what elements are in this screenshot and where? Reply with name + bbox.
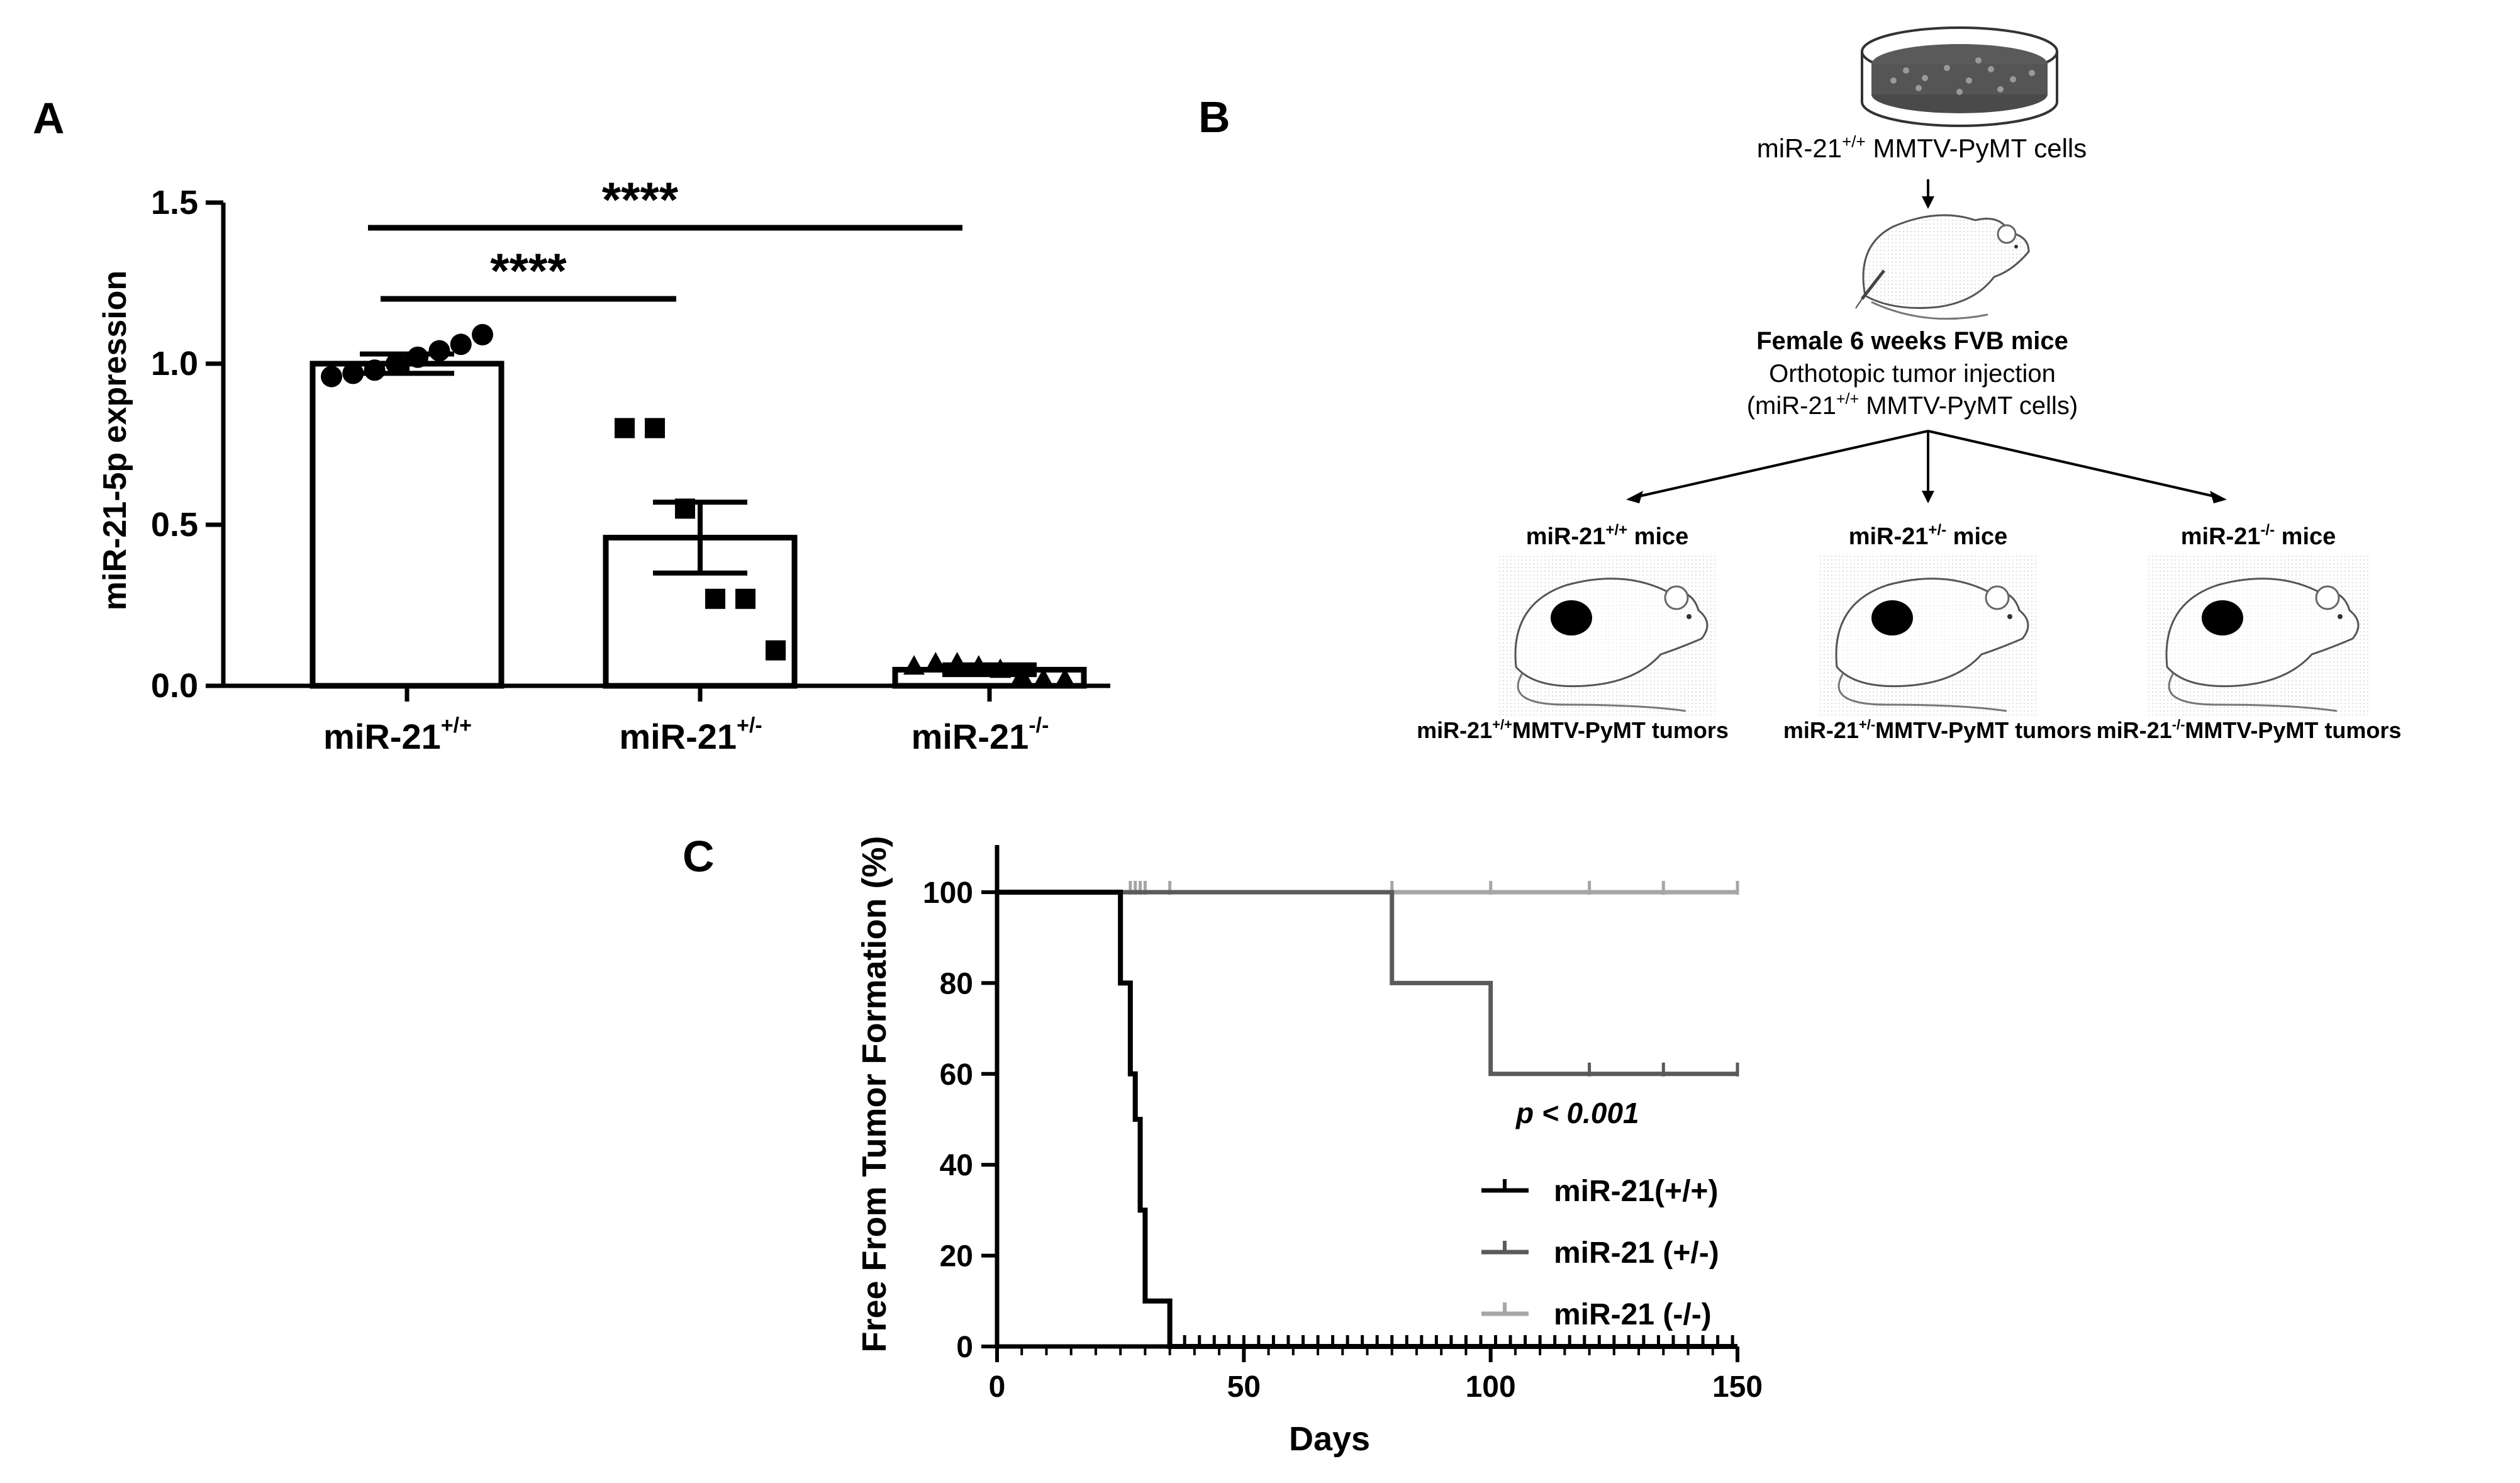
legend-label: miR-21 (+/-) — [1554, 1236, 1719, 1270]
panel-c-x-tick-label: 150 — [1712, 1370, 1763, 1404]
group-mouse-label: miR-21+/- mice — [1849, 522, 2008, 550]
data-point — [472, 323, 493, 345]
data-point — [407, 346, 429, 368]
panel-c-x-tick-label: 100 — [1466, 1370, 1516, 1404]
panel-a-x-tick-label: miR-21+/+ — [323, 714, 472, 756]
significance-label: **** — [602, 172, 679, 227]
data-point — [967, 655, 990, 675]
data-point — [364, 359, 386, 381]
data-point — [385, 353, 407, 374]
panel-b-letter: B — [1198, 92, 1230, 142]
petri-dish-icon — [1861, 26, 2058, 127]
data-point — [645, 418, 665, 439]
legend-label: miR-21(+/+) — [1554, 1175, 1718, 1208]
panel-a-x-tick-label: miR-21+/- — [619, 714, 762, 756]
group-tumor-label: miR-21+/+MMTV-PyMT tumors — [1417, 717, 1729, 743]
injection-label: Orthotopic tumor injection — [1769, 360, 2056, 388]
panel-a-letter: A — [33, 94, 65, 143]
panel-a-y-axis-label: miR-21-5p expression — [97, 271, 133, 610]
data-point — [705, 588, 725, 609]
panel-c-y-tick-label: 100 — [923, 876, 973, 910]
data-point — [428, 340, 450, 362]
injection-detail: (miR-21+/+ MMTV-PyMT cells) — [1747, 390, 2078, 420]
cells-label: miR-21+/+ MMTV-PyMT cells — [1757, 132, 2087, 163]
tumor-icon — [1551, 600, 1592, 635]
significance-label: **** — [490, 243, 567, 298]
arrow-right-icon — [2210, 491, 2227, 503]
data-point — [450, 333, 472, 355]
group-tumor-label: miR-21+/-MMTV-PyMT tumors — [1783, 717, 2092, 743]
mouse-with-tumor-icon — [2148, 554, 2368, 717]
group-mouse-label: miR-21-/- mice — [2181, 522, 2336, 550]
group-tumor-label: miR-21-/-MMTV-PyMT tumors — [2097, 717, 2402, 743]
panel-c-y-tick-label: 20 — [940, 1240, 973, 1273]
tumor-icon — [1871, 600, 1913, 635]
panel-c-x-axis-label: Days — [1289, 1420, 1370, 1458]
survival-curve — [997, 890, 1737, 1349]
mouse-with-tumor-icon — [1818, 554, 2038, 717]
survival-curve — [997, 890, 1737, 1077]
panel-c-y-tick-label: 60 — [940, 1058, 973, 1092]
panel-c-x-tick-label: 0 — [989, 1370, 1006, 1404]
host-title: Female 6 weeks FVB mice — [1756, 327, 2068, 355]
legend-label: miR-21 (-/-) — [1554, 1298, 1712, 1331]
mouse-injection-icon — [1855, 214, 2030, 320]
data-point — [1032, 668, 1054, 688]
data-point — [925, 652, 947, 672]
panel-a-y-tick-label: 0.5 — [151, 506, 198, 544]
data-point — [675, 498, 695, 519]
panel-a-bar-chart: A miR-21-5p expression 0.0 0.5 1.0 1.5 miR-… — [33, 94, 1110, 756]
arrow-left-icon — [1626, 491, 1643, 503]
arrow-center-icon — [1922, 491, 1934, 503]
bar — [309, 361, 505, 689]
tumor-icon — [2202, 600, 2243, 635]
panel-a-x-tick-label: miR-21-/- — [912, 714, 1049, 756]
panel-a-y-tick-label: 1.0 — [151, 345, 198, 383]
mouse-with-tumor-icon — [1497, 554, 1717, 717]
panel-a-y-tick-label: 1.5 — [151, 184, 198, 221]
panel-c-y-axis-label: Free From Tumor Formation (%) — [856, 836, 893, 1352]
panel-b-schematic: B miR-21+/+ MMTV-PyMT cells — [1198, 26, 2402, 743]
data-point — [1054, 668, 1076, 688]
panel-c-y-tick-label: 40 — [940, 1149, 973, 1182]
data-point — [946, 652, 968, 672]
panel-c-y-tick-label: 80 — [940, 967, 973, 1000]
data-point — [735, 588, 755, 609]
group-mouse-label: miR-21+/+ mice — [1526, 522, 1689, 550]
panel-c-y-tick-label: 0 — [956, 1331, 973, 1364]
data-point — [342, 362, 364, 384]
panel-c-x-tick-label: 50 — [1227, 1370, 1261, 1404]
p-value-annotation: p < 0.001 — [1515, 1097, 1639, 1129]
data-point — [1011, 664, 1033, 685]
data-point — [990, 658, 1012, 678]
panel-c-letter: C — [683, 832, 715, 881]
data-point — [766, 640, 786, 661]
panel-a-y-tick-label: 0.0 — [151, 667, 198, 705]
data-point — [615, 418, 635, 439]
data-point — [321, 366, 342, 388]
data-point — [903, 655, 925, 675]
arrow-down-icon — [1922, 196, 1934, 209]
